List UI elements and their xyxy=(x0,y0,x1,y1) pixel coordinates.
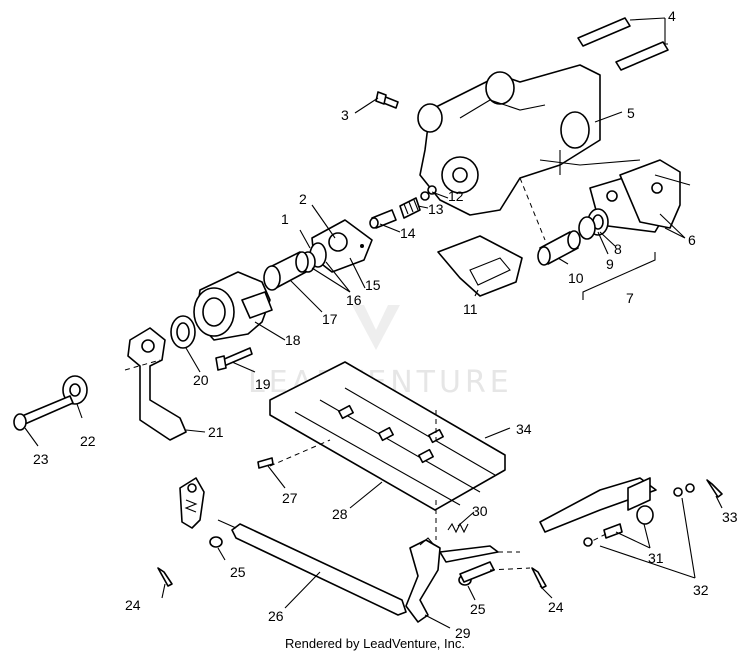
callout-28: 28 xyxy=(332,506,348,522)
callout-13: 13 xyxy=(428,201,444,217)
part-linkage-plate[interactable] xyxy=(539,477,657,539)
part-floorboard[interactable] xyxy=(269,361,506,511)
callout-11: 11 xyxy=(463,301,478,317)
part-caliper-body[interactable] xyxy=(417,64,641,216)
callout-24: 24 xyxy=(125,597,141,613)
part-brake-rod[interactable] xyxy=(217,519,407,616)
part-spacer[interactable] xyxy=(170,315,196,349)
part-spring[interactable] xyxy=(399,185,437,219)
callout-33: 33 xyxy=(722,509,738,525)
part-brake-arm[interactable] xyxy=(179,477,205,529)
part-bolt[interactable] xyxy=(215,347,253,371)
part-lever-bolt[interactable] xyxy=(13,395,74,431)
part-seal[interactable] xyxy=(578,208,609,240)
callout-18: 18 xyxy=(285,332,301,348)
callout-12: 12 xyxy=(448,188,464,204)
part-small-washers[interactable] xyxy=(583,483,695,547)
watermark-logo xyxy=(352,305,400,350)
callout-22: 22 xyxy=(80,433,96,449)
callout-9: 9 xyxy=(606,256,614,272)
callout-29: 29 xyxy=(455,625,471,641)
callout-labels: 1 2 3 4 5 6 7 8 9 10 11 12 13 14 15 16 1… xyxy=(33,8,738,641)
callout-25: 25 xyxy=(230,564,246,580)
part-cotter-pins[interactable] xyxy=(157,567,547,589)
callout-32: 32 xyxy=(693,582,709,598)
part-clip-pin[interactable] xyxy=(257,457,274,469)
callout-15: 15 xyxy=(365,277,381,293)
callout-24-right: 24 xyxy=(548,599,564,615)
footer-credit: Rendered by LeadVenture, Inc. xyxy=(285,636,465,651)
callout-31: 31 xyxy=(648,550,664,566)
part-piston[interactable] xyxy=(537,230,581,266)
callout-14: 14 xyxy=(400,225,416,241)
callout-30: 30 xyxy=(472,503,488,519)
callout-8: 8 xyxy=(614,241,622,257)
part-pad-clip[interactable] xyxy=(437,235,523,297)
part-return-spring[interactable] xyxy=(447,522,469,534)
callout-16: 16 xyxy=(346,292,362,308)
callout-5: 5 xyxy=(627,105,635,121)
part-brake-lever[interactable] xyxy=(127,327,187,441)
leader-lines xyxy=(24,17,723,629)
callout-25-right: 25 xyxy=(470,601,486,617)
callout-23: 23 xyxy=(33,451,49,467)
part-guide-pin[interactable] xyxy=(369,209,397,229)
part-cotter-pin[interactable] xyxy=(706,479,723,498)
callout-3: 3 xyxy=(341,107,349,123)
part-brake-pads[interactable] xyxy=(589,159,691,233)
part-pins[interactable] xyxy=(577,17,669,71)
callout-1: 1 xyxy=(281,211,289,227)
alignment-lines xyxy=(124,177,607,571)
callout-17: 17 xyxy=(322,311,338,327)
callout-19: 19 xyxy=(255,376,271,392)
part-bleeder-screw[interactable] xyxy=(375,91,399,109)
callout-34: 34 xyxy=(516,421,532,437)
callout-10: 10 xyxy=(568,270,584,286)
part-brake-pedal[interactable] xyxy=(405,537,499,623)
part-piston-assembly[interactable] xyxy=(263,242,327,291)
callout-20: 20 xyxy=(193,372,209,388)
part-cylinder-housing[interactable] xyxy=(193,271,273,341)
group-bracket xyxy=(582,252,656,300)
callout-6: 6 xyxy=(688,232,696,248)
callout-26: 26 xyxy=(268,608,284,624)
callout-21: 21 xyxy=(208,424,224,440)
callout-27: 27 xyxy=(282,490,298,506)
callout-2: 2 xyxy=(299,191,307,207)
callout-7: 7 xyxy=(626,290,634,306)
callout-4: 4 xyxy=(668,8,676,24)
